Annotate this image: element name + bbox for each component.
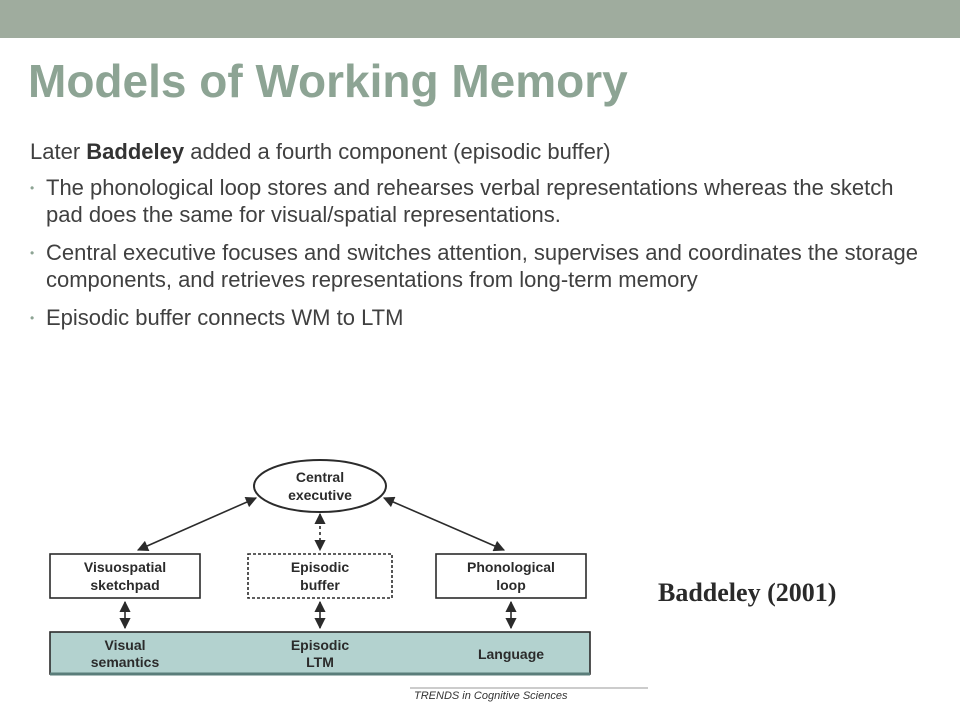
arrow-ce-phonological — [382, 496, 506, 552]
central-executive-node — [253, 459, 387, 513]
bullet-dot-icon: • — [30, 180, 35, 195]
episodic-buffer-label-1: Episodic — [291, 559, 350, 575]
intro-prefix: Later — [30, 139, 87, 164]
phonological-label-2: loop — [496, 577, 526, 593]
bullet-text: Central executive focuses and switches a… — [46, 239, 918, 293]
visual-semantics-label-1: Visual — [105, 637, 146, 653]
phonological-loop-box — [435, 553, 587, 599]
diagram-svg: Central executive Visuospatial sketchpad… — [49, 459, 648, 702]
visuospatial-label-2: sketchpad — [90, 577, 159, 593]
visuospatial-label-1: Visuospatial — [84, 559, 166, 575]
citation: Baddeley (2001) — [658, 578, 837, 607]
episodic-buffer-box — [247, 553, 393, 599]
language-label: Language — [478, 646, 544, 662]
bullet-dot-icon: • — [30, 245, 35, 260]
bullet-text: The phonological loop stores and rehears… — [46, 174, 894, 228]
bullet-dot-icon: • — [30, 310, 35, 325]
bullet-item: • Central executive focuses and switches … — [30, 239, 930, 294]
central-executive-label-1: Central — [296, 469, 344, 485]
visuospatial-sketchpad-box — [49, 553, 201, 599]
bullet-text: Episodic buffer connects WM to LTM — [46, 304, 404, 330]
phonological-label-1: Phonological — [467, 559, 555, 575]
intro-line: Later Baddeley added a fourth component … — [30, 138, 930, 166]
bullet-item: • Episodic buffer connects WM to LTM — [30, 304, 930, 332]
ltm-band — [49, 631, 591, 675]
arrow-ce-visuospatial — [136, 496, 258, 552]
intro-suffix: added a fourth component (episodic buffe… — [184, 139, 611, 164]
slide-body: Later Baddeley added a fourth component … — [30, 138, 930, 341]
top-band — [0, 0, 960, 38]
intro-emphasis: Baddeley — [86, 139, 185, 164]
diagram-credit: TRENDS in Cognitive Sciences — [414, 690, 568, 702]
working-memory-diagram: Central executive Visuospatial sketchpad… — [36, 456, 656, 720]
episodic-buffer-label-2: buffer — [300, 577, 340, 593]
bullet-item: • The phonological loop stores and rehear… — [30, 174, 930, 229]
central-executive-label-2: executive — [288, 487, 352, 503]
slide-title: Models of Working Memory — [28, 55, 628, 107]
bullet-list: • The phonological loop stores and rehear… — [30, 174, 930, 332]
visual-semantics-label-2: semantics — [91, 654, 160, 670]
episodic-ltm-label-1: Episodic — [291, 637, 350, 653]
episodic-ltm-label-2: LTM — [306, 654, 334, 670]
